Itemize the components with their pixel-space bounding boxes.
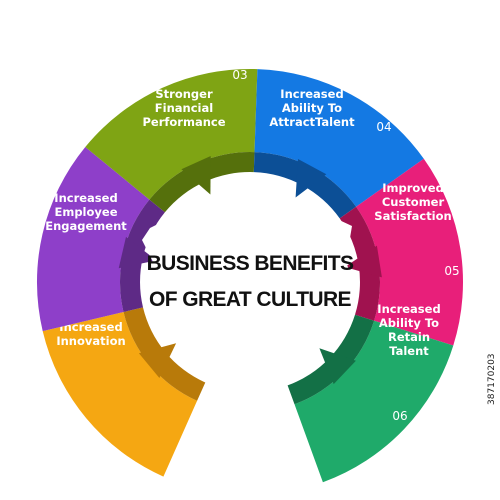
segment-01 [42,312,198,477]
segment-01-label-line: Innovation [56,334,125,348]
segment-06 [294,320,454,483]
center-title: BUSINESS BENEFITS OF GREAT CULTURE [142,208,358,336]
segment-05-pointer [344,245,382,278]
segment-05-label-line: Satisfaction [374,209,451,223]
segment-02-label-line: Increased [54,191,117,205]
segment-02 [36,147,150,332]
segment-03-label-line: Stronger [155,87,213,101]
center-starburst [142,208,358,336]
segment-04-label-line: Increased [280,87,343,101]
segment-03-label-line: Financial [155,101,213,115]
segment-03-number: 03 [232,68,247,82]
segment-05 [356,158,464,346]
segment-06-pointer [319,348,356,385]
segment-06-label-line: Retain [388,330,430,344]
segment-04-label-line: AttractTalent [269,115,355,129]
segment-06-label-line: Talent [389,344,429,358]
segment-05-label-line: Customer [382,195,445,209]
segment-03-label-line: Performance [142,115,225,129]
segment-04-number: 04 [376,120,391,134]
segment-02-pointer [118,236,157,269]
center-title-line1: BUSINESS BENEFITS [147,252,354,275]
segment-05-label-line: Improved [382,181,444,195]
segment-02-label-line: Engagement [45,219,127,233]
segment-01-pointer [138,343,177,378]
segment-06-number: 06 [392,409,407,423]
segment-06-label-line: Ability To [379,316,439,330]
segment-04-pointer [295,159,327,198]
segment-05-number: 05 [444,264,459,278]
segment-01-label-line: Increased [59,320,122,334]
segment-06-label-line: Increased [377,302,440,316]
center-title-line2: OF GREAT CULTURE [149,288,352,311]
segment-04-label-line: Ability To [282,101,342,115]
segment-04 [254,69,424,207]
segment-02-label-line: Employee [54,205,117,219]
segment-03-pointer [181,156,211,195]
watermark-id: 387170203 [487,353,497,405]
segment-03 [85,68,258,200]
